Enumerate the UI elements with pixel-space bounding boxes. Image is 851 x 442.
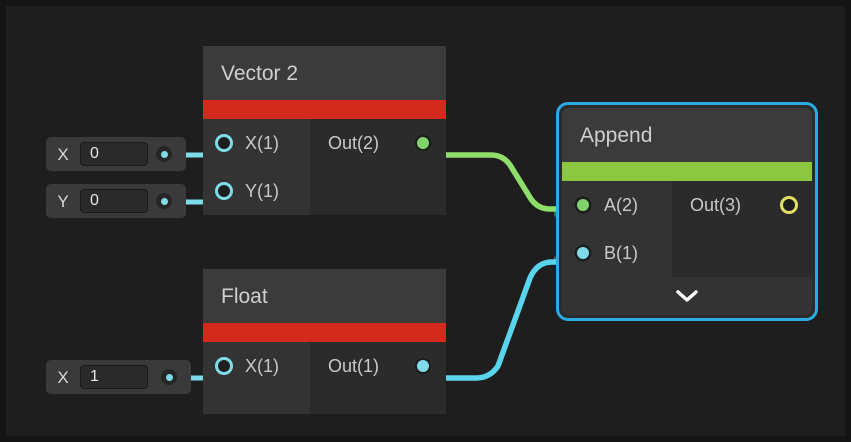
port-label: Out(3) — [690, 195, 742, 215]
node-title: Append — [580, 123, 653, 147]
node-body-append: A(2) B(1) Out(3) — [562, 181, 812, 277]
field-row-vector2-x[interactable]: X — [46, 137, 186, 171]
node-title: Vector 2 — [221, 61, 299, 85]
input-column: X(1) Y(1) — [203, 119, 310, 215]
field-input-vector2-y[interactable] — [80, 189, 148, 213]
port-row-out[interactable]: Out(2) — [310, 119, 446, 167]
port-label: X(1) — [245, 356, 280, 376]
connector-dot-icon[interactable] — [161, 369, 177, 385]
node-body-float: X(1) Out(1) — [203, 342, 446, 414]
output-port-icon[interactable] — [414, 134, 432, 152]
input-port-icon[interactable] — [215, 182, 233, 200]
port-row-out[interactable]: Out(3) — [672, 181, 812, 229]
port-label: B(1) — [604, 243, 639, 263]
node-header-float[interactable]: Float — [203, 269, 446, 323]
port-row-y[interactable]: Y(1) — [203, 167, 310, 215]
port-label: A(2) — [604, 195, 639, 215]
node-footer-expand[interactable] — [562, 277, 812, 315]
port-row-x[interactable]: X(1) — [203, 119, 310, 167]
port-label: Y(1) — [245, 181, 280, 201]
node-accent-bar — [562, 162, 812, 181]
node-title: Float — [221, 284, 268, 308]
field-label-x: X — [57, 144, 69, 164]
chevron-down-icon[interactable] — [676, 290, 698, 302]
node-append[interactable]: Append A(2) B(1) Out(3) — [556, 102, 818, 321]
field-row-vector2-y[interactable]: Y — [46, 184, 186, 218]
field-label-y: Y — [57, 191, 69, 211]
input-column: X(1) — [203, 342, 310, 414]
output-column: Out(3) — [672, 181, 812, 277]
connector-dot-icon[interactable] — [156, 146, 172, 162]
node-header-append[interactable]: Append — [562, 108, 812, 162]
node-accent-bar — [203, 100, 446, 119]
node-body-vector2: X(1) Y(1) Out(2) — [203, 119, 446, 215]
node-float[interactable]: Float X(1) Out(1) — [203, 269, 446, 414]
input-port-icon[interactable] — [574, 244, 592, 262]
port-row-b[interactable]: B(1) — [562, 229, 672, 277]
node-accent-bar — [203, 323, 446, 342]
port-row-out[interactable]: Out(1) — [310, 342, 446, 390]
input-port-icon[interactable] — [215, 357, 233, 375]
port-label: Out(1) — [328, 356, 380, 376]
port-row-x[interactable]: X(1) — [203, 342, 310, 390]
node-append-inner: Append A(2) B(1) Out(3) — [562, 108, 812, 315]
input-column: A(2) B(1) — [562, 181, 672, 277]
output-port-icon[interactable] — [780, 196, 798, 214]
field-label-x: X — [57, 367, 69, 387]
input-port-icon[interactable] — [215, 134, 233, 152]
port-label: X(1) — [245, 133, 280, 153]
connector-dot-icon[interactable] — [156, 193, 172, 209]
node-header-vector2[interactable]: Vector 2 — [203, 46, 446, 100]
input-port-icon[interactable] — [574, 196, 592, 214]
output-column: Out(1) — [310, 342, 446, 414]
field-row-float-x[interactable]: X — [46, 360, 191, 394]
output-port-icon[interactable] — [414, 357, 432, 375]
field-input-vector2-x[interactable] — [80, 142, 148, 166]
output-column: Out(2) — [310, 119, 446, 215]
port-row-a[interactable]: A(2) — [562, 181, 672, 229]
field-input-float-x[interactable] — [80, 365, 148, 389]
port-label: Out(2) — [328, 133, 380, 153]
node-vector2[interactable]: Vector 2 X(1) Y(1) Out(2) — [203, 46, 446, 215]
